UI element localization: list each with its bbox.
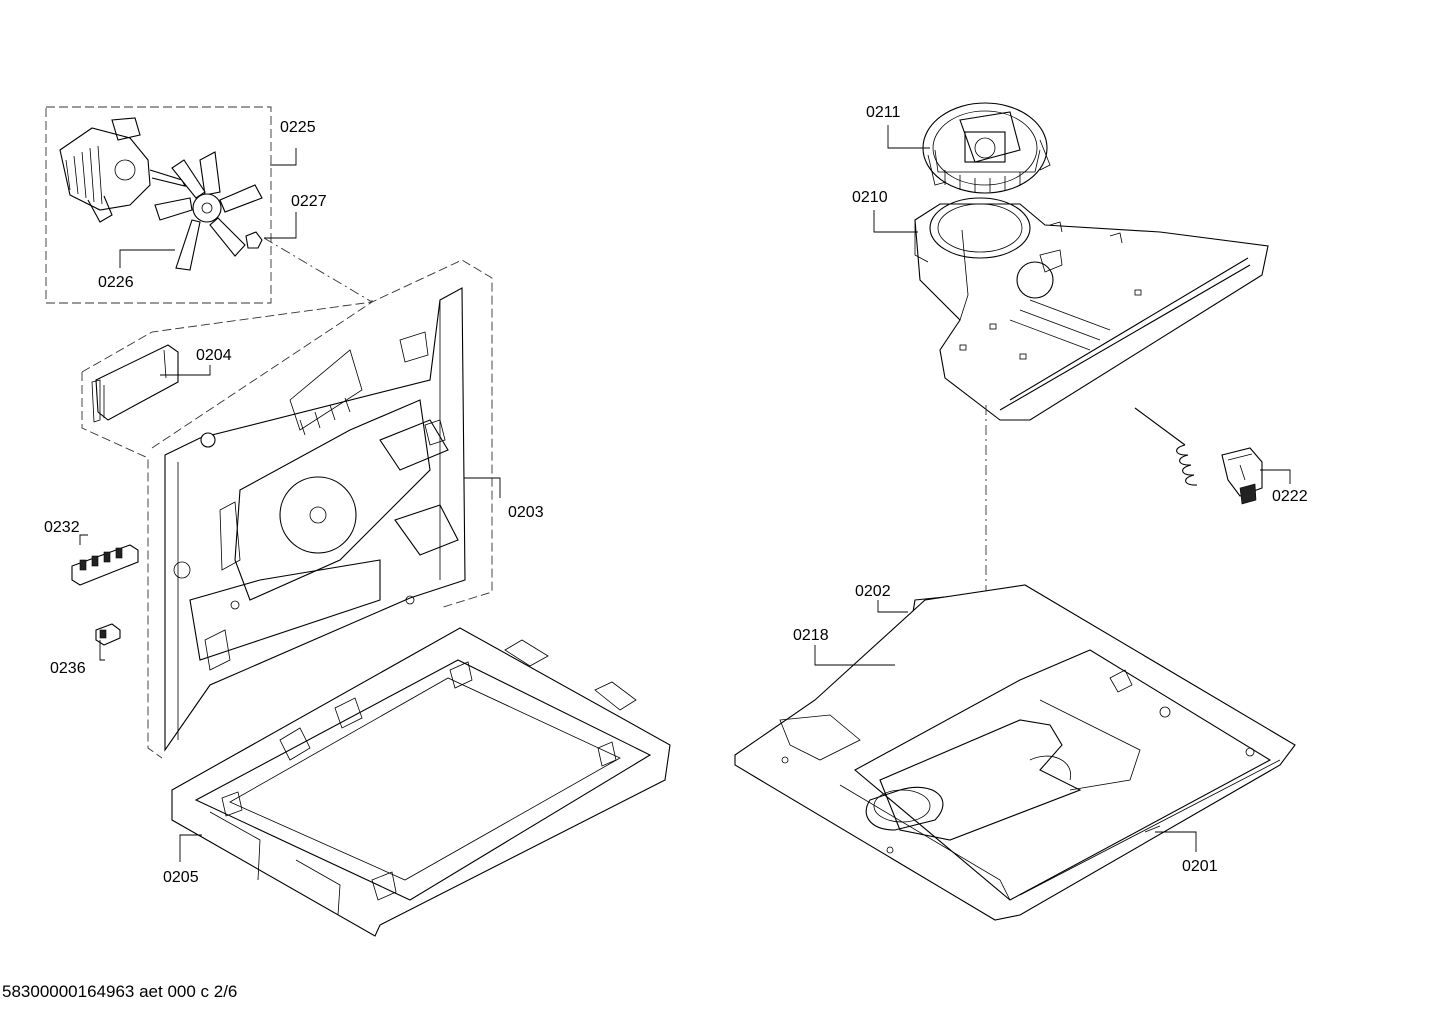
label-0210: 0210 [852,189,888,206]
blower-motor-drawing [922,102,1051,194]
label-0203: 0203 [508,504,544,521]
leader-lines [79,125,1291,862]
rear-wall-boundary [151,259,493,609]
connector-drawing [95,623,121,646]
kit-boundary-box [45,106,272,304]
air-duct-drawing [914,197,1269,421]
label-0205: 0205 [163,869,199,886]
label-0225: 0225 [280,119,316,136]
air-guide-boundary [81,300,373,373]
base-frame-drawing [171,627,671,937]
terminal-block-drawing [71,544,139,586]
axis-line-fan [263,237,373,303]
label-0222: 0222 [1272,488,1308,505]
air-guide-drawing [91,344,179,423]
base-plate-drawing [734,584,1296,921]
label-0227: 0227 [291,193,327,210]
label-0201: 0201 [1182,858,1218,875]
label-0232: 0232 [44,519,80,536]
label-0218: 0218 [793,627,829,644]
fan-blade-drawing [154,151,263,271]
rear-wall-drawing [164,287,466,752]
label-0202: 0202 [855,583,891,600]
document-reference: 58300000164963 aet 000 c 2/6 [2,982,238,1001]
nut-drawing [245,231,263,249]
label-0236: 0236 [50,660,86,677]
fan-motor-kit-group [45,106,272,304]
fan-motor-drawing [59,117,187,223]
temperature-sensor-drawing [1134,407,1263,505]
label-0211: 0211 [866,104,901,121]
label-0226: 0226 [98,274,134,291]
label-0204: 0204 [196,347,232,364]
